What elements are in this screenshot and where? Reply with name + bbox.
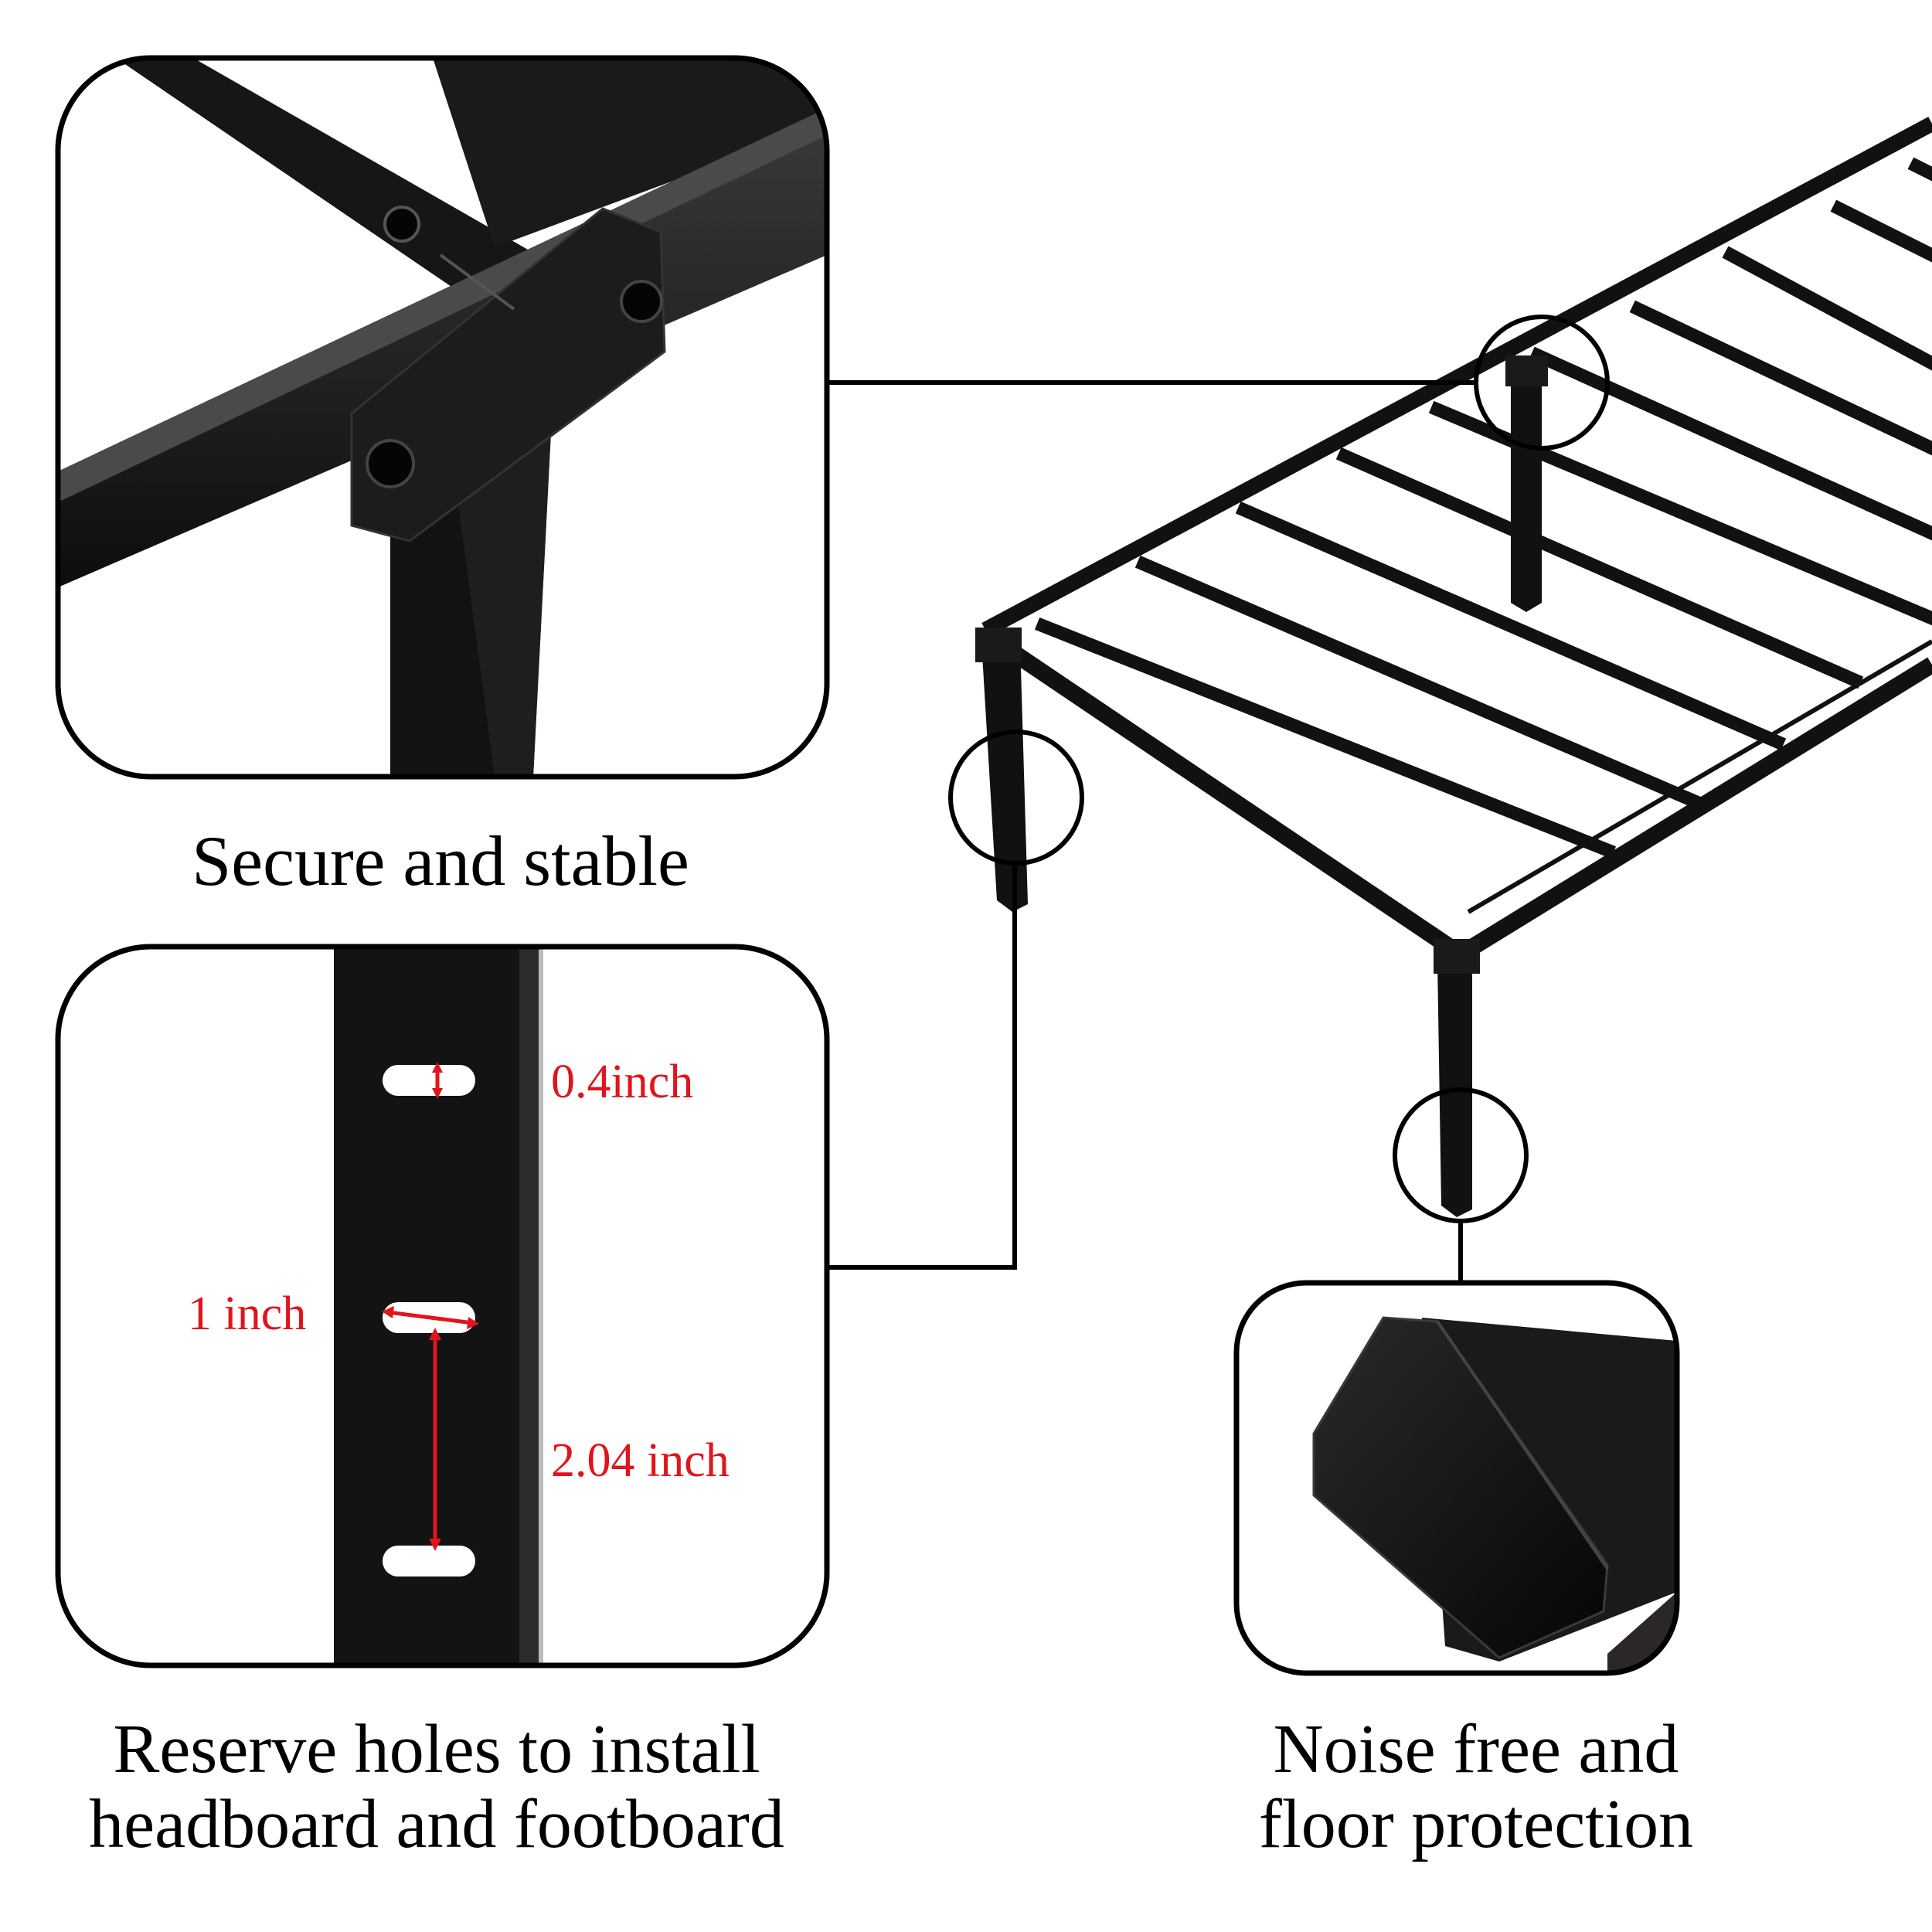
- caption-secure-stable: Secure and stable: [192, 821, 689, 900]
- measure-arrows: [382, 1062, 479, 1551]
- foot-cap-closeup-panel: [1233, 1280, 1680, 1676]
- slot-hole: [383, 1065, 475, 1096]
- caption-reserve-holes: Reserve holes to install headboard and f…: [23, 1712, 850, 1862]
- joint-closeup-panel: [55, 55, 830, 780]
- caption-reserve-line1: Reserve holes to install: [113, 1711, 760, 1787]
- bolt-hole-icon: [620, 280, 663, 323]
- caption-noise-line2: floor protection: [1258, 1786, 1694, 1863]
- holes-closeup-panel: [55, 944, 830, 1668]
- caption-noise-line1: Noise free and: [1273, 1711, 1679, 1787]
- caption-reserve-line2: headboard and footboard: [89, 1786, 784, 1863]
- bolt-icon: [383, 206, 420, 243]
- bed-frame-illustration: [975, 117, 1932, 1217]
- slot-hole: [383, 1546, 475, 1577]
- bed-leg: [1511, 371, 1542, 612]
- caption-noise-free: Noise free and floor protection: [1206, 1712, 1747, 1862]
- rubber-cap-icon: [1312, 1316, 1609, 1659]
- slot-height-label: 0.4inch: [551, 1056, 694, 1108]
- bed-leg: [981, 641, 1028, 912]
- callout-lines: [827, 315, 1610, 1283]
- slot-width-label: 1 inch: [188, 1287, 307, 1340]
- hole-spacing-label: 2.04 inch: [551, 1434, 730, 1487]
- bolt-hole-icon: [366, 439, 415, 488]
- bed-slats: [1034, 157, 1932, 859]
